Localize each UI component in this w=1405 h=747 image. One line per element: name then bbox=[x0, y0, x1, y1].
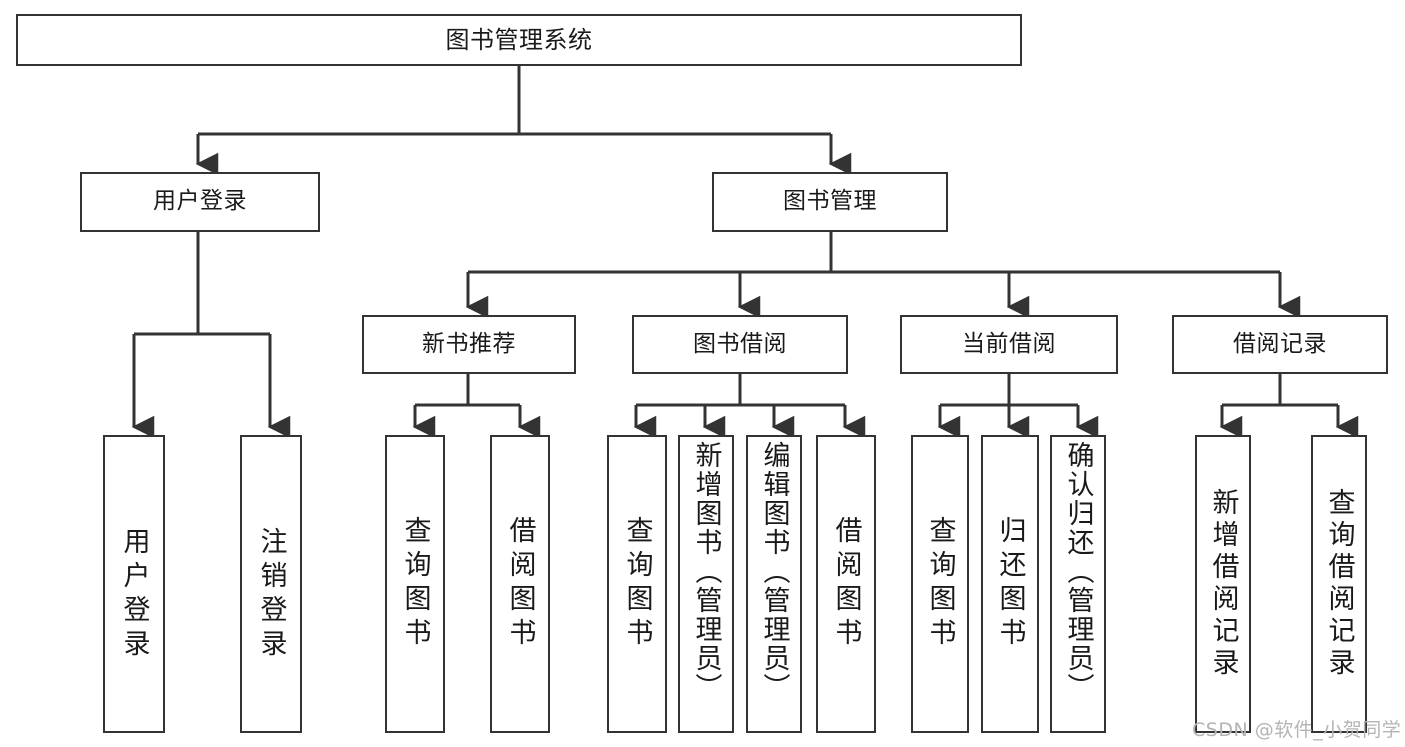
node-book-management-label: 图书管理 bbox=[783, 188, 877, 215]
node-leaf-query-book-3-label: 查询图书 bbox=[924, 516, 956, 652]
node-leaf-borrow-book-2-label: 借阅图书 bbox=[830, 516, 862, 652]
node-book-borrow[interactable]: 图书借阅 bbox=[632, 315, 848, 374]
node-leaf-add-book-label: 新增图书（管理员） bbox=[690, 441, 722, 702]
node-borrow-record-label: 借阅记录 bbox=[1233, 330, 1327, 357]
node-book-borrow-label: 图书借阅 bbox=[693, 330, 787, 357]
node-leaf-user-login-label: 用户登录 bbox=[118, 527, 150, 663]
node-leaf-query-record[interactable]: 查询借阅记录 bbox=[1311, 435, 1367, 733]
node-leaf-confirm-return-label: 确认归还（管理员） bbox=[1062, 441, 1094, 702]
node-leaf-logout[interactable]: 注销登录 bbox=[240, 435, 302, 733]
node-root-system-label: 图书管理系统 bbox=[445, 25, 593, 54]
node-leaf-add-record[interactable]: 新增借阅记录 bbox=[1195, 435, 1251, 733]
node-current-borrow-label: 当前借阅 bbox=[962, 330, 1056, 357]
node-leaf-query-book-1-label: 查询图书 bbox=[399, 516, 431, 652]
node-new-book-recommend-label: 新书推荐 bbox=[422, 330, 516, 357]
node-leaf-return-book-label: 归还图书 bbox=[994, 516, 1026, 652]
csdn-watermark: CSDN @软件_小贺同学 bbox=[1192, 719, 1402, 741]
node-current-borrow[interactable]: 当前借阅 bbox=[900, 315, 1118, 374]
node-leaf-user-login[interactable]: 用户登录 bbox=[103, 435, 165, 733]
node-leaf-borrow-book-1-label: 借阅图书 bbox=[504, 516, 536, 652]
node-leaf-add-book[interactable]: 新增图书（管理员） bbox=[678, 435, 734, 733]
node-leaf-add-record-label: 新增借阅记录 bbox=[1207, 488, 1239, 680]
node-leaf-query-book-2-label: 查询图书 bbox=[621, 516, 653, 652]
node-leaf-logout-label: 注销登录 bbox=[255, 527, 287, 663]
node-leaf-borrow-book-1[interactable]: 借阅图书 bbox=[490, 435, 550, 733]
node-root-system[interactable]: 图书管理系统 bbox=[16, 14, 1022, 66]
node-user-login[interactable]: 用户登录 bbox=[80, 172, 320, 232]
node-leaf-edit-book[interactable]: 编辑图书（管理员） bbox=[746, 435, 802, 733]
node-leaf-query-book-3[interactable]: 查询图书 bbox=[911, 435, 969, 733]
node-leaf-query-book-1[interactable]: 查询图书 bbox=[385, 435, 445, 733]
node-new-book-recommend[interactable]: 新书推荐 bbox=[362, 315, 576, 374]
node-leaf-return-book[interactable]: 归还图书 bbox=[981, 435, 1039, 733]
node-leaf-confirm-return[interactable]: 确认归还（管理员） bbox=[1050, 435, 1106, 733]
node-book-management[interactable]: 图书管理 bbox=[712, 172, 948, 232]
node-borrow-record[interactable]: 借阅记录 bbox=[1172, 315, 1388, 374]
node-leaf-borrow-book-2[interactable]: 借阅图书 bbox=[816, 435, 876, 733]
node-user-login-label: 用户登录 bbox=[153, 188, 247, 215]
node-leaf-query-record-label: 查询借阅记录 bbox=[1323, 488, 1355, 680]
node-leaf-edit-book-label: 编辑图书（管理员） bbox=[758, 441, 790, 702]
node-leaf-query-book-2[interactable]: 查询图书 bbox=[607, 435, 667, 733]
